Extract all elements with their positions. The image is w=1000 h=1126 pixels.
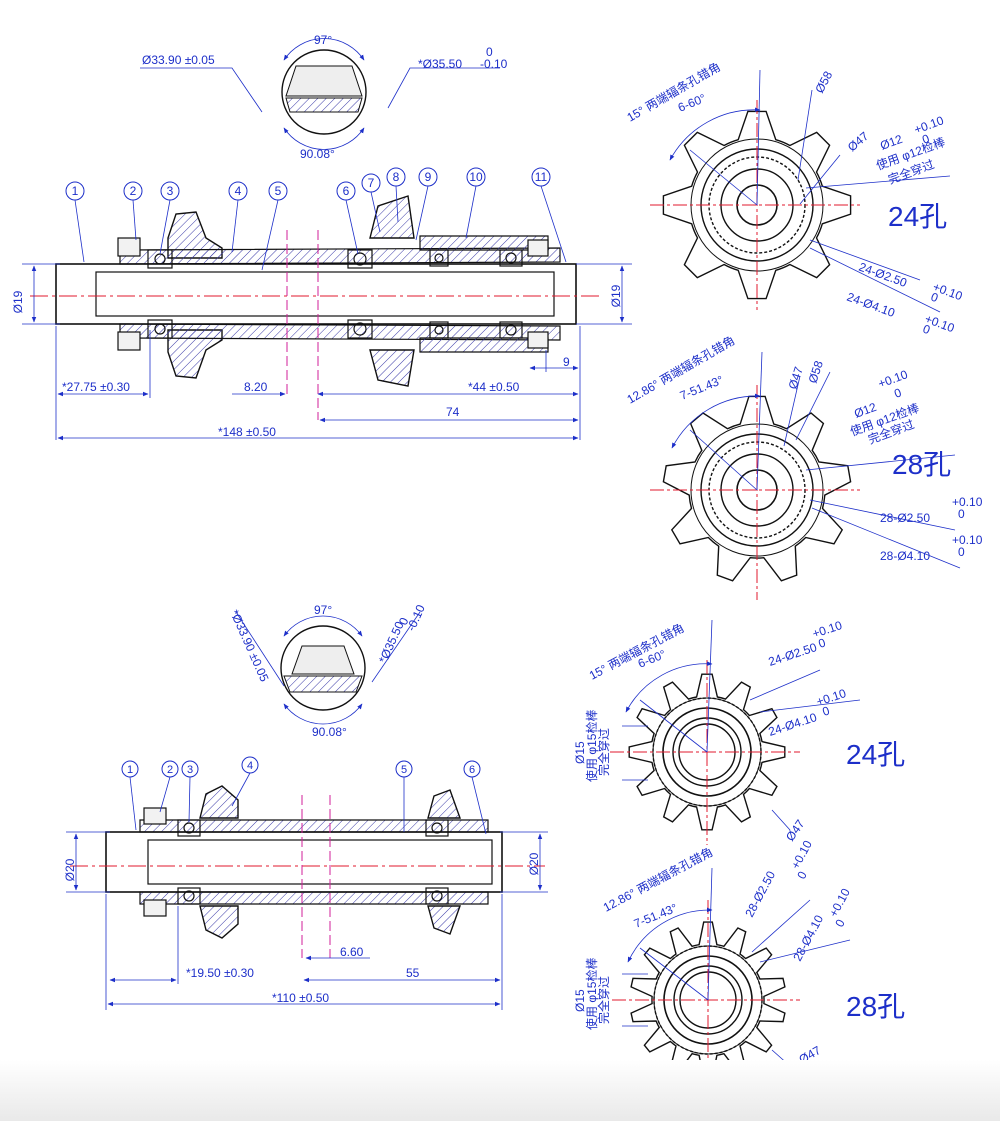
flange-rear-28-holes: 28孔: [892, 449, 951, 480]
flange-front-24-rod-c: 完全穿过: [596, 728, 611, 776]
front-dim-mid: 6.60: [340, 945, 364, 959]
front-part-4: 4: [247, 760, 253, 772]
front-detail-angle-top: 97°: [314, 603, 332, 617]
front-left-dia: Ø20: [63, 858, 77, 881]
flange-front-24-h2-low: 0: [821, 703, 832, 718]
flange-front-28-h2-low: 0: [832, 917, 848, 930]
rear-part-3: 3: [167, 184, 174, 198]
flange-rear-28-rod-low: 0: [892, 385, 903, 401]
flange-rear-28-d47: Ø47: [786, 365, 806, 391]
rear-hub-section: 1 2 3 4 5 6 7 8 9 10 11 Ø: [11, 167, 632, 441]
rear-dim-9: 9: [563, 355, 570, 369]
flange-front-28-rod-a: Ø15: [573, 989, 587, 1012]
front-detail-angle-bottom: 90.08°: [312, 725, 347, 739]
rear-detail-d2-up: 0: [486, 45, 493, 59]
flange-rear-24-h1: 24-Ø2.50: [857, 260, 909, 290]
flange-rear-24-stagger: 15° 两端辐条孔错角: [624, 59, 723, 125]
rear-dim-total: *148 ±0.50: [218, 425, 276, 439]
rear-detail-angle-top: 97°: [314, 33, 332, 47]
flange-front-28: 12.86° 两端辐条孔错角 7-51.43° 28-Ø2.50 +0.10 0…: [573, 838, 905, 1095]
rear-right-dia: Ø19: [609, 284, 623, 307]
flange-rear-28-angle: 7-51.43°: [678, 373, 726, 403]
rear-part-1: 1: [72, 184, 79, 198]
flange-front-24-rod-b: 使用 φ15检棒: [584, 710, 599, 782]
rear-part-11: 11: [535, 170, 548, 184]
front-part-1: 1: [127, 764, 133, 776]
rear-part-6: 6: [343, 184, 350, 198]
flange-front-28-rod-c: 完全穿过: [596, 976, 611, 1024]
flange-rear-28-h2-low: 0: [958, 545, 965, 559]
rear-part-9: 9: [425, 170, 432, 184]
flange-rear-28-h1-low: 0: [958, 507, 965, 521]
rear-part-8: 8: [393, 170, 400, 184]
front-dim-right: 55: [406, 966, 420, 980]
flange-rear-24-h1-low: 0: [929, 290, 940, 306]
front-detail-view: 97° 90.08° *Ø33.90 ±0.05 *Ø35.50 0 -0.10: [227, 602, 428, 739]
front-part-3: 3: [187, 764, 193, 776]
rear-part-7: 7: [368, 176, 375, 190]
flange-rear-24: 15° 两端辐条孔错角 6-60° Ø58 Ø47 Ø12 +0.10 0 使用…: [624, 59, 965, 337]
bottom-shade: [0, 1060, 1000, 1121]
front-dim-total: *110 ±0.50: [272, 991, 329, 1005]
flange-rear-24-h2-low: 0: [921, 322, 932, 338]
flange-front-28-holes: 28孔: [846, 991, 905, 1022]
flange-front-28-h1-low: 0: [794, 869, 810, 882]
rear-detail-view: 97° 90.08° Ø33.90 ±0.05 *Ø35.50 0 -0.10: [140, 33, 508, 161]
rear-dim-74: 74: [446, 405, 460, 419]
front-part-6: 6: [469, 764, 475, 776]
flange-front-28-h1: 28-Ø2.50: [742, 868, 778, 919]
flange-rear-24-rod-up: +0.10: [912, 113, 946, 137]
flange-front-24-h1: 24-Ø2.50: [767, 640, 819, 669]
flange-front-28-h2: 28-Ø4.10: [790, 912, 826, 963]
flange-front-24-holes: 24孔: [846, 739, 905, 770]
flange-front-24-h1-low: 0: [817, 635, 828, 650]
flange-rear-28-h2-up: +0.10: [952, 533, 983, 547]
front-detail-d1: *Ø33.90 ±0.05: [227, 608, 271, 685]
rear-left-dia: Ø19: [11, 290, 25, 313]
rear-part-10: 10: [469, 170, 483, 184]
rear-dim-mid: 8.20: [244, 380, 268, 394]
front-part-5: 5: [401, 764, 407, 776]
flange-rear-28-d58: Ø58: [806, 359, 826, 385]
rear-part-4: 4: [235, 184, 242, 198]
flange-front-28-rod-b: 使用 φ15检棒: [584, 958, 599, 1030]
rear-dim-right: *44 ±0.50: [468, 380, 520, 394]
rear-part-2: 2: [130, 184, 137, 198]
front-detail-d2: *Ø35.50: [376, 619, 407, 665]
flange-rear-24-rod-low: 0: [920, 131, 931, 147]
flange-front-24: 15° 两端辐条孔错角 6-60° 24-Ø2.50 +0.10 0 24-Ø4…: [573, 618, 905, 845]
front-right-dia: Ø20: [527, 852, 541, 875]
flange-rear-24-holes: 24孔: [888, 201, 947, 232]
rear-detail-angle-bottom: 90.08°: [300, 147, 335, 161]
rear-detail-d1: Ø33.90 ±0.05: [142, 53, 215, 67]
flange-rear-24-h2: 24-Ø4.10: [845, 290, 897, 320]
flange-rear-24-d47: Ø47: [845, 129, 872, 155]
flange-front-24-rod-a: Ø15: [573, 741, 587, 764]
rear-detail-d2-low: -0.10: [480, 57, 508, 71]
flange-rear-28: 12.86° 两端辐条孔错角 7-51.43° Ø47 Ø58 Ø12 +0.1…: [624, 333, 983, 600]
rear-detail-d2: *Ø35.50: [418, 57, 462, 71]
rear-part-5: 5: [275, 184, 282, 198]
flange-rear-28-h2: 28-Ø4.10: [880, 549, 930, 563]
flange-front-24-stagger: 15° 两端辐条孔错角: [586, 620, 686, 683]
flange-front-28-angle: 7-51.43°: [632, 901, 680, 931]
front-hub-section: 1 2 3 4 5 6 Ø20 Ø20 *19.50 ±0.30 6.60 55…: [63, 756, 548, 1010]
front-detail-d2-low: -0.10: [404, 602, 428, 633]
rear-dim-left: *27.75 ±0.30: [62, 380, 130, 394]
flange-rear-24-d58: Ø58: [812, 69, 835, 96]
flange-rear-28-h1-up: +0.10: [952, 495, 983, 509]
front-part-2: 2: [167, 764, 173, 776]
front-dim-left: *19.50 ±0.30: [186, 966, 254, 980]
flange-front-28-stagger: 12.86° 两端辐条孔错角: [600, 844, 715, 915]
flange-rear-28-h1: 28-Ø2.50: [880, 511, 930, 525]
flange-front-28-h2-up: +0.10: [826, 886, 853, 920]
